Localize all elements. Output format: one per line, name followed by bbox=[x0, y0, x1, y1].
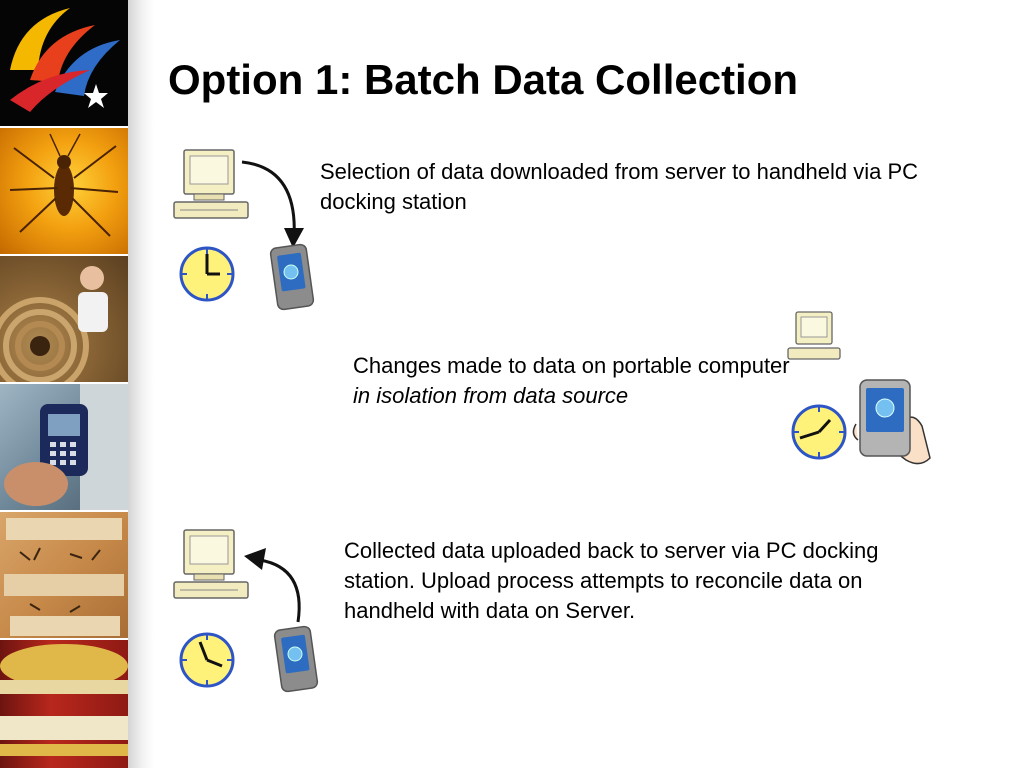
basket-weaver-photo bbox=[0, 256, 128, 382]
clock-icon bbox=[179, 632, 235, 688]
clock-icon bbox=[179, 246, 235, 302]
slide-title: Option 1: Batch Data Collection bbox=[168, 56, 799, 103]
download-arrow bbox=[241, 160, 296, 239]
decorative-image-strip bbox=[0, 0, 128, 768]
clock-icon bbox=[791, 404, 847, 460]
handheld-device-photo bbox=[0, 384, 128, 510]
download-diagram bbox=[173, 149, 315, 311]
step-2-emphasis: in isolation from data source bbox=[353, 383, 629, 408]
amber-insect-photo bbox=[0, 128, 128, 254]
step-1-description: Selection of data downloaded from server… bbox=[320, 159, 919, 214]
step-3-description: Collected data uploaded back to server v… bbox=[344, 538, 879, 623]
step-2-description: Changes made to data on portable compute… bbox=[353, 351, 803, 411]
handheld-pda-icon bbox=[273, 625, 319, 693]
step-2-text: Changes made to data on portable compute… bbox=[353, 353, 790, 378]
strip-shadow bbox=[128, 0, 154, 768]
upload-diagram bbox=[173, 529, 319, 693]
offline-editing-diagram bbox=[787, 311, 931, 465]
desktop-computer-icon bbox=[787, 311, 841, 360]
handheld-pda-icon bbox=[269, 243, 315, 311]
logo-mark bbox=[10, 8, 120, 112]
hand-holding-pda-icon bbox=[852, 379, 931, 465]
upload-arrow bbox=[259, 558, 301, 623]
fire-extinguisher-photo bbox=[0, 640, 128, 768]
desktop-computer-icon bbox=[173, 529, 249, 599]
specimen-labels-photo bbox=[0, 512, 128, 638]
desktop-computer-icon bbox=[173, 149, 249, 219]
logo-tile bbox=[0, 0, 128, 126]
